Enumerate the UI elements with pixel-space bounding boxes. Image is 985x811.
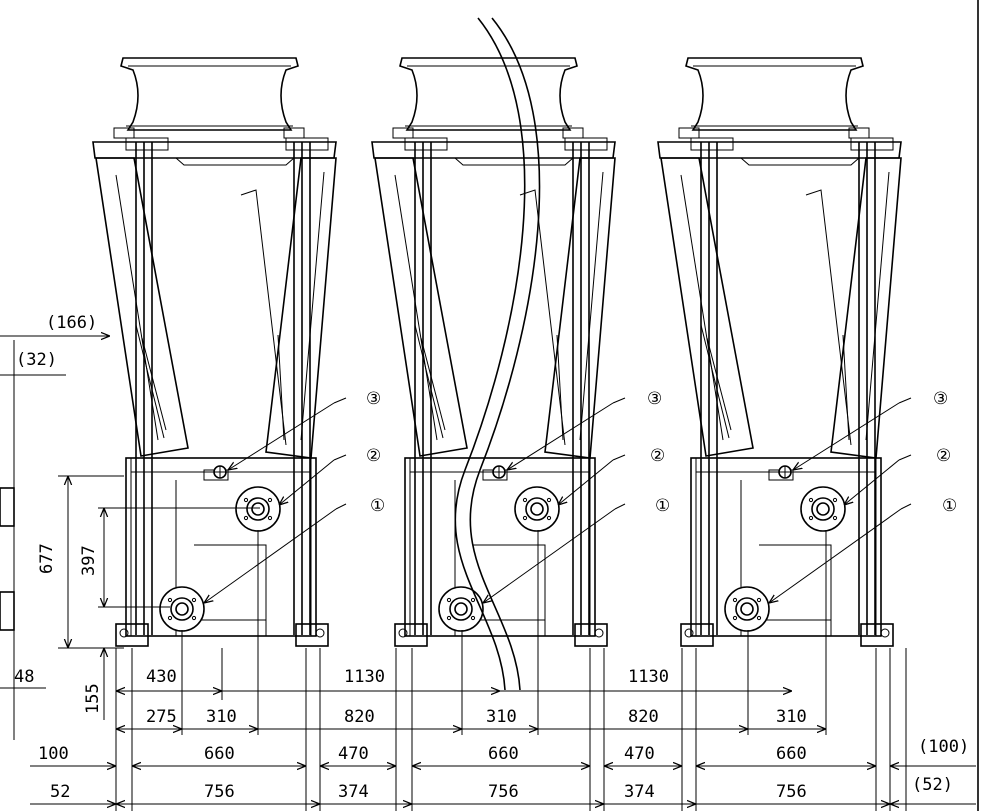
dim-756: 756 — [776, 782, 807, 802]
dim-660: 660 — [488, 744, 519, 764]
dim-52-ref: (52) — [912, 775, 953, 795]
dim-756: 756 — [204, 782, 235, 802]
dim-374: 374 — [624, 782, 655, 802]
dim-374: 374 — [338, 782, 369, 802]
dim-48: 48 — [14, 667, 34, 687]
callout-1: ① — [655, 496, 670, 516]
callout-1: ① — [370, 496, 385, 516]
dim-756: 756 — [488, 782, 519, 802]
left-dimension-area — [0, 336, 260, 740]
callout-2: ② — [366, 446, 381, 466]
callout-3: ③ — [366, 389, 381, 409]
dim-660: 660 — [776, 744, 807, 764]
dim-470: 470 — [624, 744, 655, 764]
unit-left — [93, 58, 346, 646]
dim-820: 820 — [344, 707, 375, 727]
dim-1130: 1130 — [628, 667, 669, 687]
hose — [454, 17, 541, 691]
dim-32: (32) — [16, 350, 57, 370]
dim-166: (166) — [46, 313, 97, 333]
dim-310: 310 — [486, 707, 517, 727]
dim-430: 430 — [146, 667, 177, 687]
dim-820: 820 — [628, 707, 659, 727]
dim-52: 52 — [50, 782, 70, 802]
dim-470: 470 — [338, 744, 369, 764]
callout-3: ③ — [647, 389, 662, 409]
dim-397: 397 — [79, 545, 99, 576]
callout-2: ② — [936, 446, 951, 466]
dim-275: 275 — [146, 707, 177, 727]
dim-100-ref: (100) — [918, 737, 969, 757]
callout-2: ② — [650, 446, 665, 466]
dim-1130: 1130 — [344, 667, 385, 687]
callouts-center: ③ ② ① — [647, 389, 670, 516]
callouts-left: ③ ② ① — [366, 389, 385, 516]
callout-1: ① — [942, 496, 957, 516]
dim-100: 100 — [38, 744, 69, 764]
dim-310: 310 — [206, 707, 237, 727]
dim-677: 677 — [37, 543, 57, 574]
dim-660: 660 — [204, 744, 235, 764]
unit-right — [658, 58, 911, 646]
extension-lines — [115, 530, 907, 811]
dim-310: 310 — [776, 707, 807, 727]
dim-155: 155 — [83, 683, 103, 714]
callout-3: ③ — [933, 389, 948, 409]
callouts-right: ③ ② ① — [933, 389, 957, 516]
unit-center — [372, 58, 625, 646]
